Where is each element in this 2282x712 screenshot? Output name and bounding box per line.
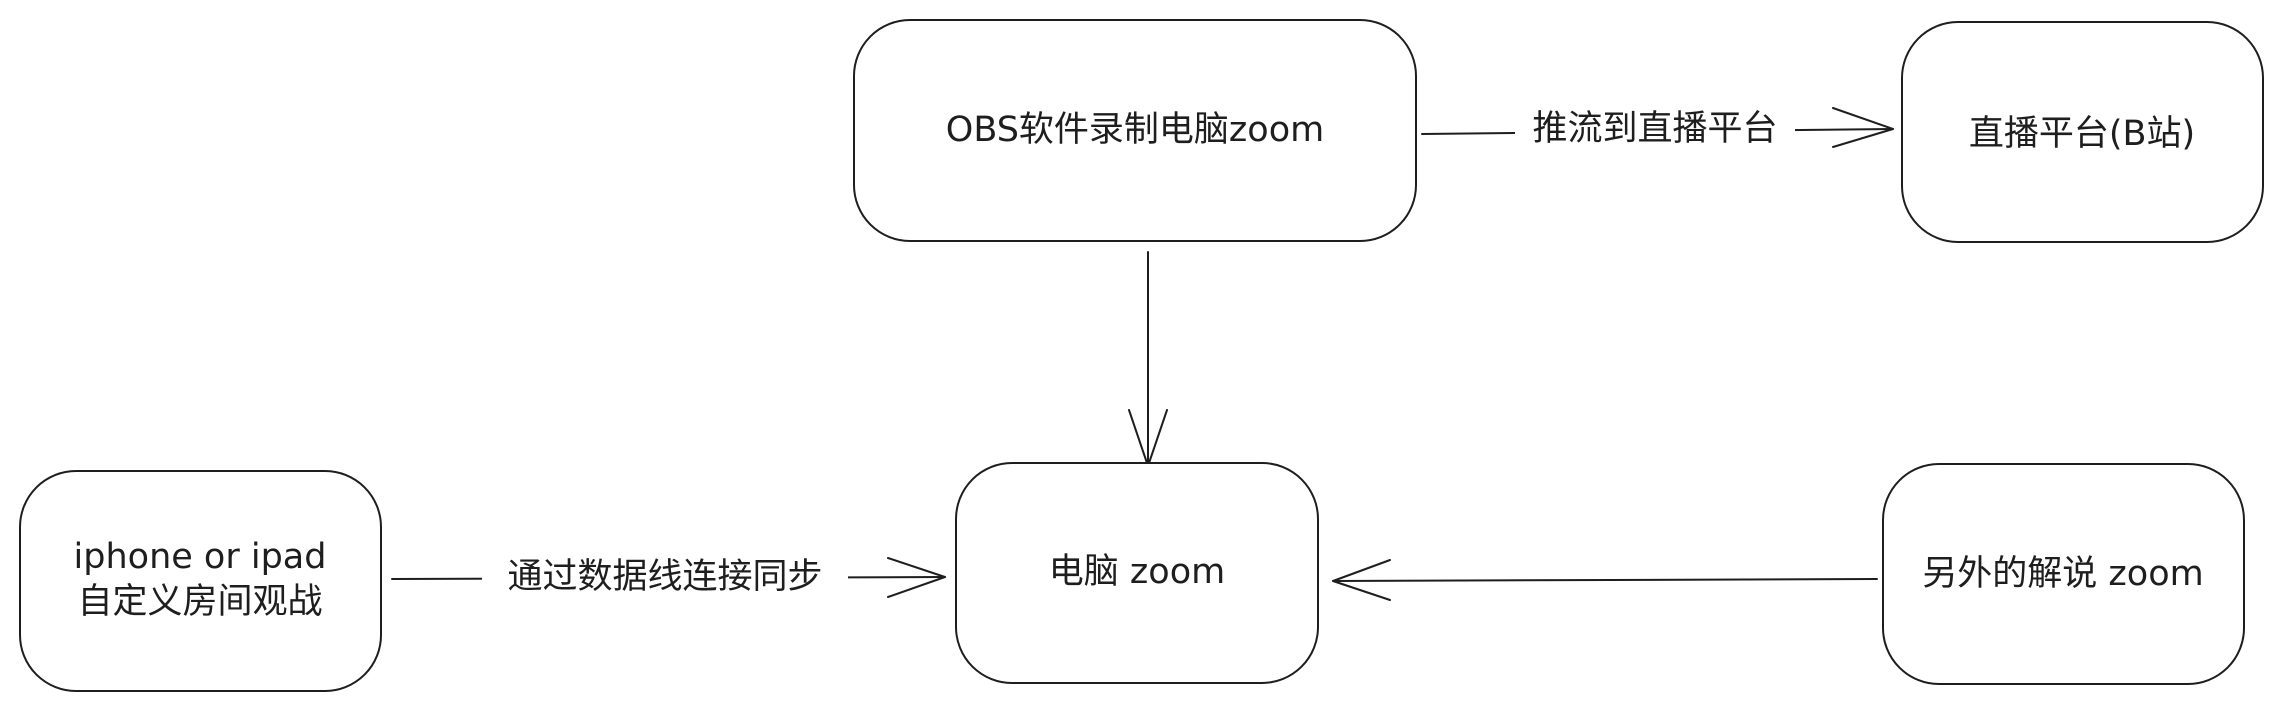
edge-commentary-to-pc: [1332, 559, 1878, 601]
node-commentary: 另外的解说 zoom: [1882, 463, 2245, 685]
node-obs-label: OBS软件录制电脑zoom: [946, 110, 1324, 150]
node-ios-device-line2: 自定义房间观战: [77, 582, 322, 622]
edge-label-push: 推流到直播平台: [1532, 109, 1777, 149]
edge-obs-to-pc: [1128, 251, 1168, 467]
node-live-platform-label: 直播平台(B站): [1969, 114, 2195, 154]
node-pc: 电脑 zoom: [955, 462, 1319, 684]
edge-label-sync: 通过数据线连接同步: [507, 557, 822, 597]
edge-ios-to-pc: 通过数据线连接同步: [391, 554, 946, 600]
edge-obs-to-live: 推流到直播平台: [1421, 106, 1894, 152]
node-live-platform: 直播平台(B站): [1901, 21, 2264, 243]
node-pc-label: 电脑 zoom: [1049, 552, 1225, 592]
node-ios-device: iphone or ipad 自定义房间观战: [19, 470, 382, 692]
node-commentary-label: 另外的解说 zoom: [1922, 554, 2203, 594]
node-obs: OBS软件录制电脑zoom: [853, 19, 1417, 242]
node-ios-device-line1: iphone or ipad: [74, 537, 327, 577]
